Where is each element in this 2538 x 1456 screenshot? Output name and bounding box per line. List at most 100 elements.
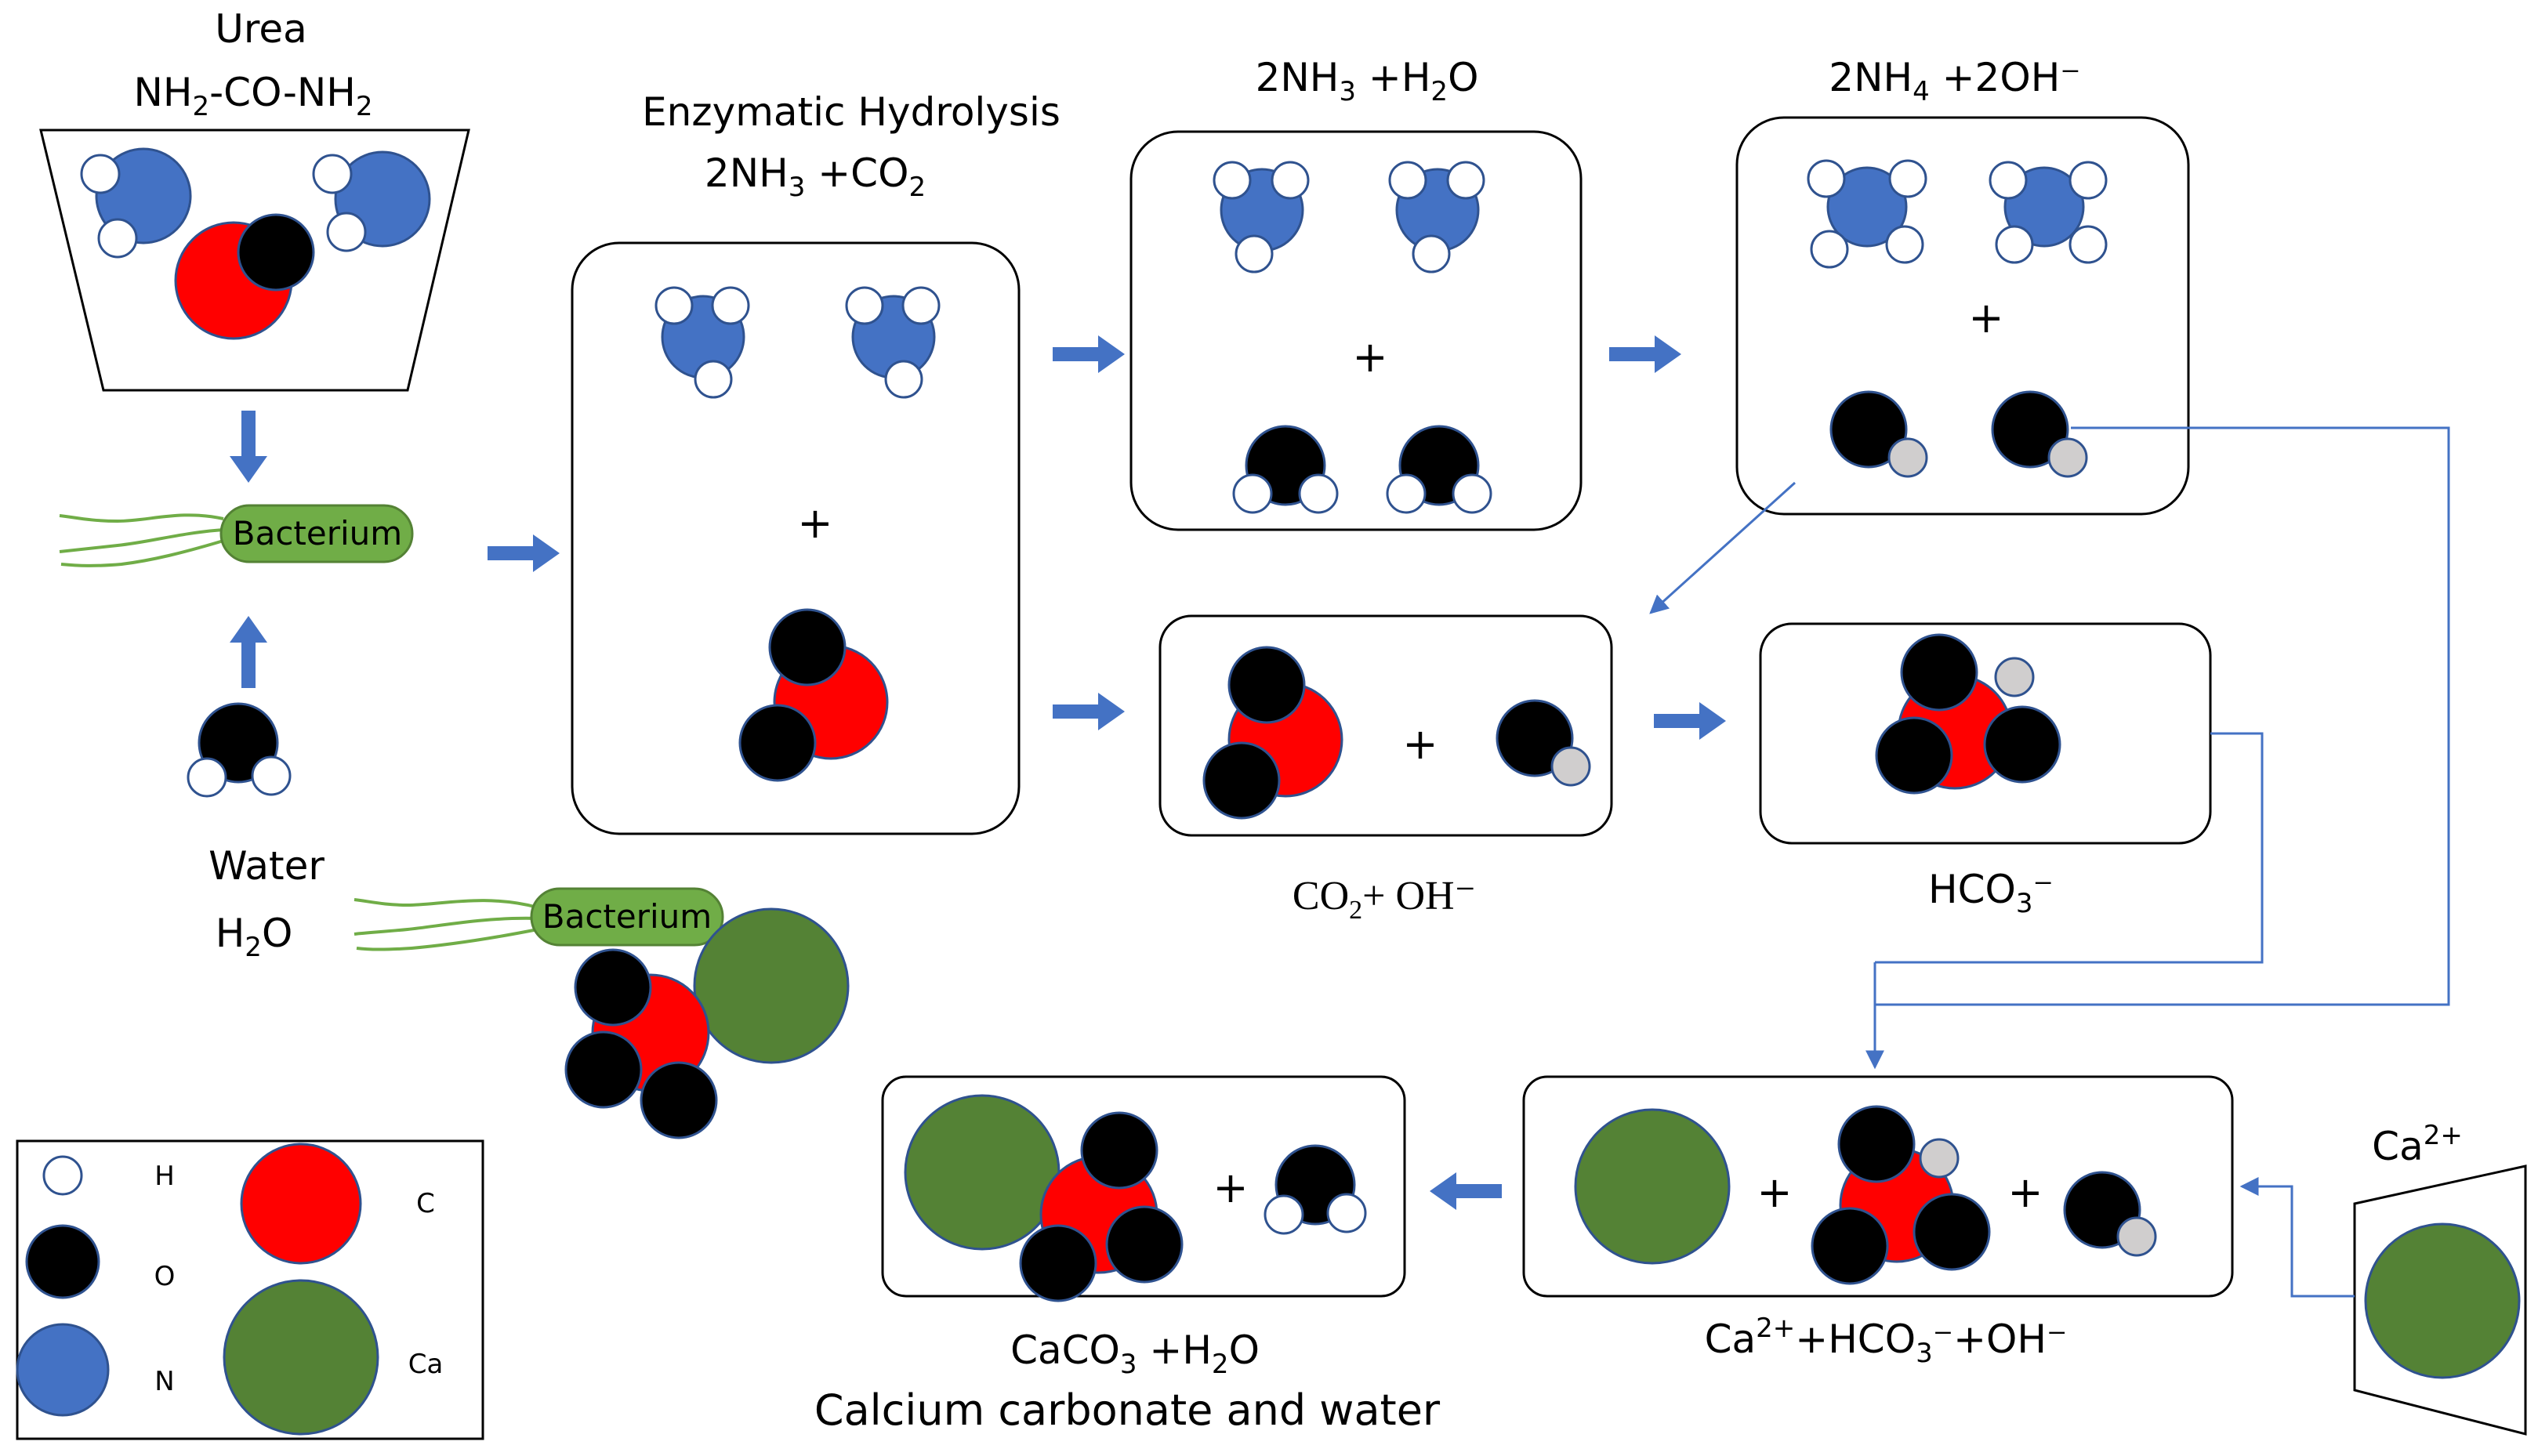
svg-text:2NH3 +CO2: 2NH3 +CO2: [705, 150, 926, 203]
step-co2-oh-label: CO2+ OH⁻: [1293, 874, 1476, 925]
arrow-down-icon: [230, 411, 267, 483]
water-molecule: [1386, 425, 1492, 514]
svg-text:N: N: [154, 1366, 174, 1397]
oxygen-atom: [574, 948, 652, 1027]
ammonium-molecule: [1807, 159, 1927, 269]
oxygen-atom: [1829, 390, 1908, 469]
hydrogen-atom: [1235, 234, 1274, 273]
hydrogen-atom: [1885, 225, 1924, 264]
hydrogen-atom: [187, 757, 227, 798]
step-nh4-oh-box: [1735, 116, 2190, 516]
svg-text:Calcium carbonate and water: Calcium carbonate and water: [814, 1385, 1441, 1435]
step-nh4-oh-label: 2NH4 +2OH⁻: [1829, 55, 2080, 107]
hydrogen-atom: [1887, 437, 1928, 478]
hydroxide-molecule: [1829, 390, 1928, 478]
svg-text:Enzymatic Hydrolysis: Enzymatic Hydrolysis: [642, 89, 1061, 135]
hydrogen-atom: [1388, 161, 1427, 200]
arrow-right-icon: [1053, 693, 1125, 730]
ammonium-molecule: [1989, 161, 2108, 264]
water-molecule: [1264, 1144, 1367, 1235]
hydrogen-atom: [1213, 161, 1252, 200]
hydrogen-atom: [1326, 1193, 1367, 1233]
water-label: Water H2O: [208, 843, 325, 963]
oxygen-atom: [738, 704, 817, 782]
hydrogen-atom: [2068, 161, 2108, 200]
hydrogen-atom: [1232, 473, 1273, 514]
connector-arrow: [2239, 1177, 2355, 1298]
hydrogen-atom: [1271, 161, 1310, 200]
calcium-source-label: Ca2+: [2372, 1120, 2463, 1169]
ammonia-molecule: [1213, 161, 1310, 273]
urea-label: Urea NH2-CO-NH2: [133, 6, 372, 122]
oxygen-atom: [1900, 633, 1978, 712]
water-molecule: [187, 702, 292, 798]
plus-sign: +: [1213, 1163, 1248, 1212]
hydrogen-atom: [1989, 161, 2028, 200]
oxygen-legend-icon: [25, 1224, 100, 1299]
arrow-right-icon: [488, 534, 560, 572]
calcium-atom: [1574, 1108, 1731, 1265]
oxygen-atom: [1105, 1205, 1184, 1284]
svg-text:C: C: [416, 1188, 435, 1219]
svg-text:Water: Water: [208, 843, 325, 889]
oxygen-atom: [640, 1061, 718, 1139]
nitrogen-atom: [1826, 166, 1908, 248]
hydrogen-atom: [97, 218, 138, 259]
hydrogen-atom: [1264, 1194, 1304, 1235]
hydrogen-atom: [654, 286, 694, 325]
svg-text:O: O: [154, 1261, 176, 1292]
arrow-right-icon: [1053, 335, 1125, 373]
nitrogen-legend-icon: [16, 1323, 110, 1417]
carbon-dioxide-molecule: [738, 608, 889, 782]
arrow-left-icon: [1430, 1172, 1502, 1210]
water-molecule: [1232, 425, 1339, 514]
plus-sign: +: [1757, 1168, 1792, 1217]
hydrogen-legend-icon: [42, 1155, 83, 1196]
bacterium-label: Bacterium: [233, 514, 402, 552]
hydrogen-atom: [1298, 473, 1339, 514]
hydrogen-atom: [2116, 1216, 2157, 1257]
hydrogen-atom: [1888, 159, 1927, 198]
carbon-dioxide-molecule: [1202, 646, 1343, 820]
arrow-right-icon: [1609, 335, 1681, 373]
hydrolysis-label: Enzymatic Hydrolysis 2NH3 +CO2: [642, 89, 1061, 203]
hydrogen-atom: [2068, 225, 2108, 264]
step-nh3-water-label: 2NH3 +H2O: [1256, 55, 1479, 107]
bacterium-icon: [59, 504, 414, 567]
step-hco3-label: HCO3⁻: [1928, 867, 2054, 919]
svg-text:Ca: Ca: [408, 1349, 444, 1380]
calcium-carbonate-molecule: [904, 1094, 1184, 1302]
plus-sign: +: [1402, 719, 1438, 769]
oxygen-atom: [1227, 646, 1306, 724]
oxygen-atom: [1811, 1207, 1889, 1285]
hydrogen-atom: [711, 286, 750, 325]
calcium-legend-icon: [223, 1279, 379, 1436]
legend: H O N C Ca: [16, 1143, 444, 1436]
calcium-atom: [693, 907, 850, 1064]
connector-arrow: [1649, 481, 1797, 614]
hydrogen-atom: [1810, 230, 1849, 269]
connector-line: [1875, 732, 2264, 964]
hydrogen-atom: [1995, 225, 2034, 264]
oxygen-atom: [1080, 1111, 1158, 1190]
step-ca-hco3-oh-label: Ca2++HCO3⁻+OH⁻: [1705, 1313, 2068, 1369]
hydrogen-atom: [80, 154, 121, 194]
oxygen-atom: [237, 213, 315, 292]
hydrogen-atom: [1919, 1138, 1960, 1179]
calcium-carbonate-molecule: [564, 907, 850, 1139]
connector-line: [1875, 426, 2450, 1006]
arrow-up-icon: [230, 616, 267, 688]
oxygen-atom: [564, 1030, 643, 1109]
hydrogen-atom: [884, 360, 923, 399]
oxygen-atom: [1875, 716, 1953, 795]
hydroxide-molecule: [2063, 1171, 2157, 1257]
oxygen-atom: [1983, 705, 2061, 784]
hydrogen-atom: [312, 154, 353, 194]
svg-text:Urea: Urea: [215, 6, 306, 52]
hydrogen-atom: [1550, 746, 1591, 787]
oxygen-atom: [1019, 1224, 1097, 1302]
ammonia-molecule: [654, 286, 750, 399]
product-label: CaCO3 +H2O Calcium carbonate and water: [814, 1327, 1441, 1435]
oxygen-atom: [768, 608, 847, 686]
